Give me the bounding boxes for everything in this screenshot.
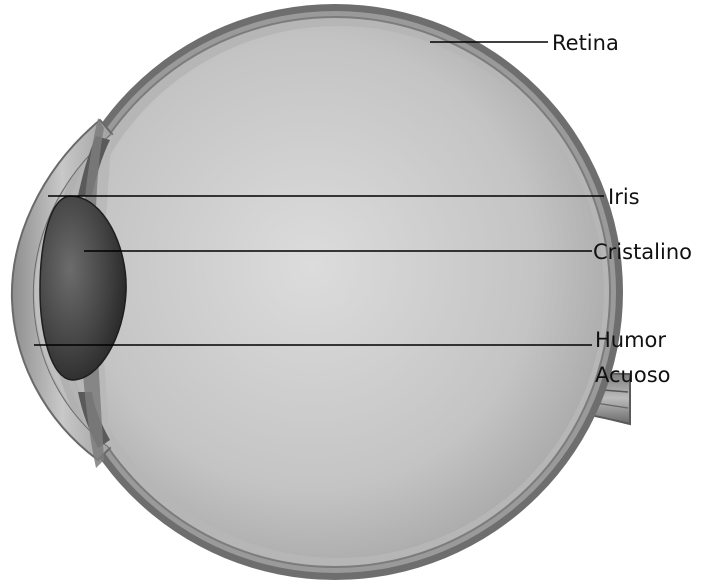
label-iris: Iris bbox=[608, 185, 640, 209]
vitreous-body bbox=[72, 26, 604, 558]
label-acuoso: Acuoso bbox=[595, 363, 671, 387]
label-retina: Retina bbox=[552, 31, 619, 55]
label-humor: Humor bbox=[595, 328, 666, 352]
label-cristalino: Cristalino bbox=[593, 240, 692, 264]
